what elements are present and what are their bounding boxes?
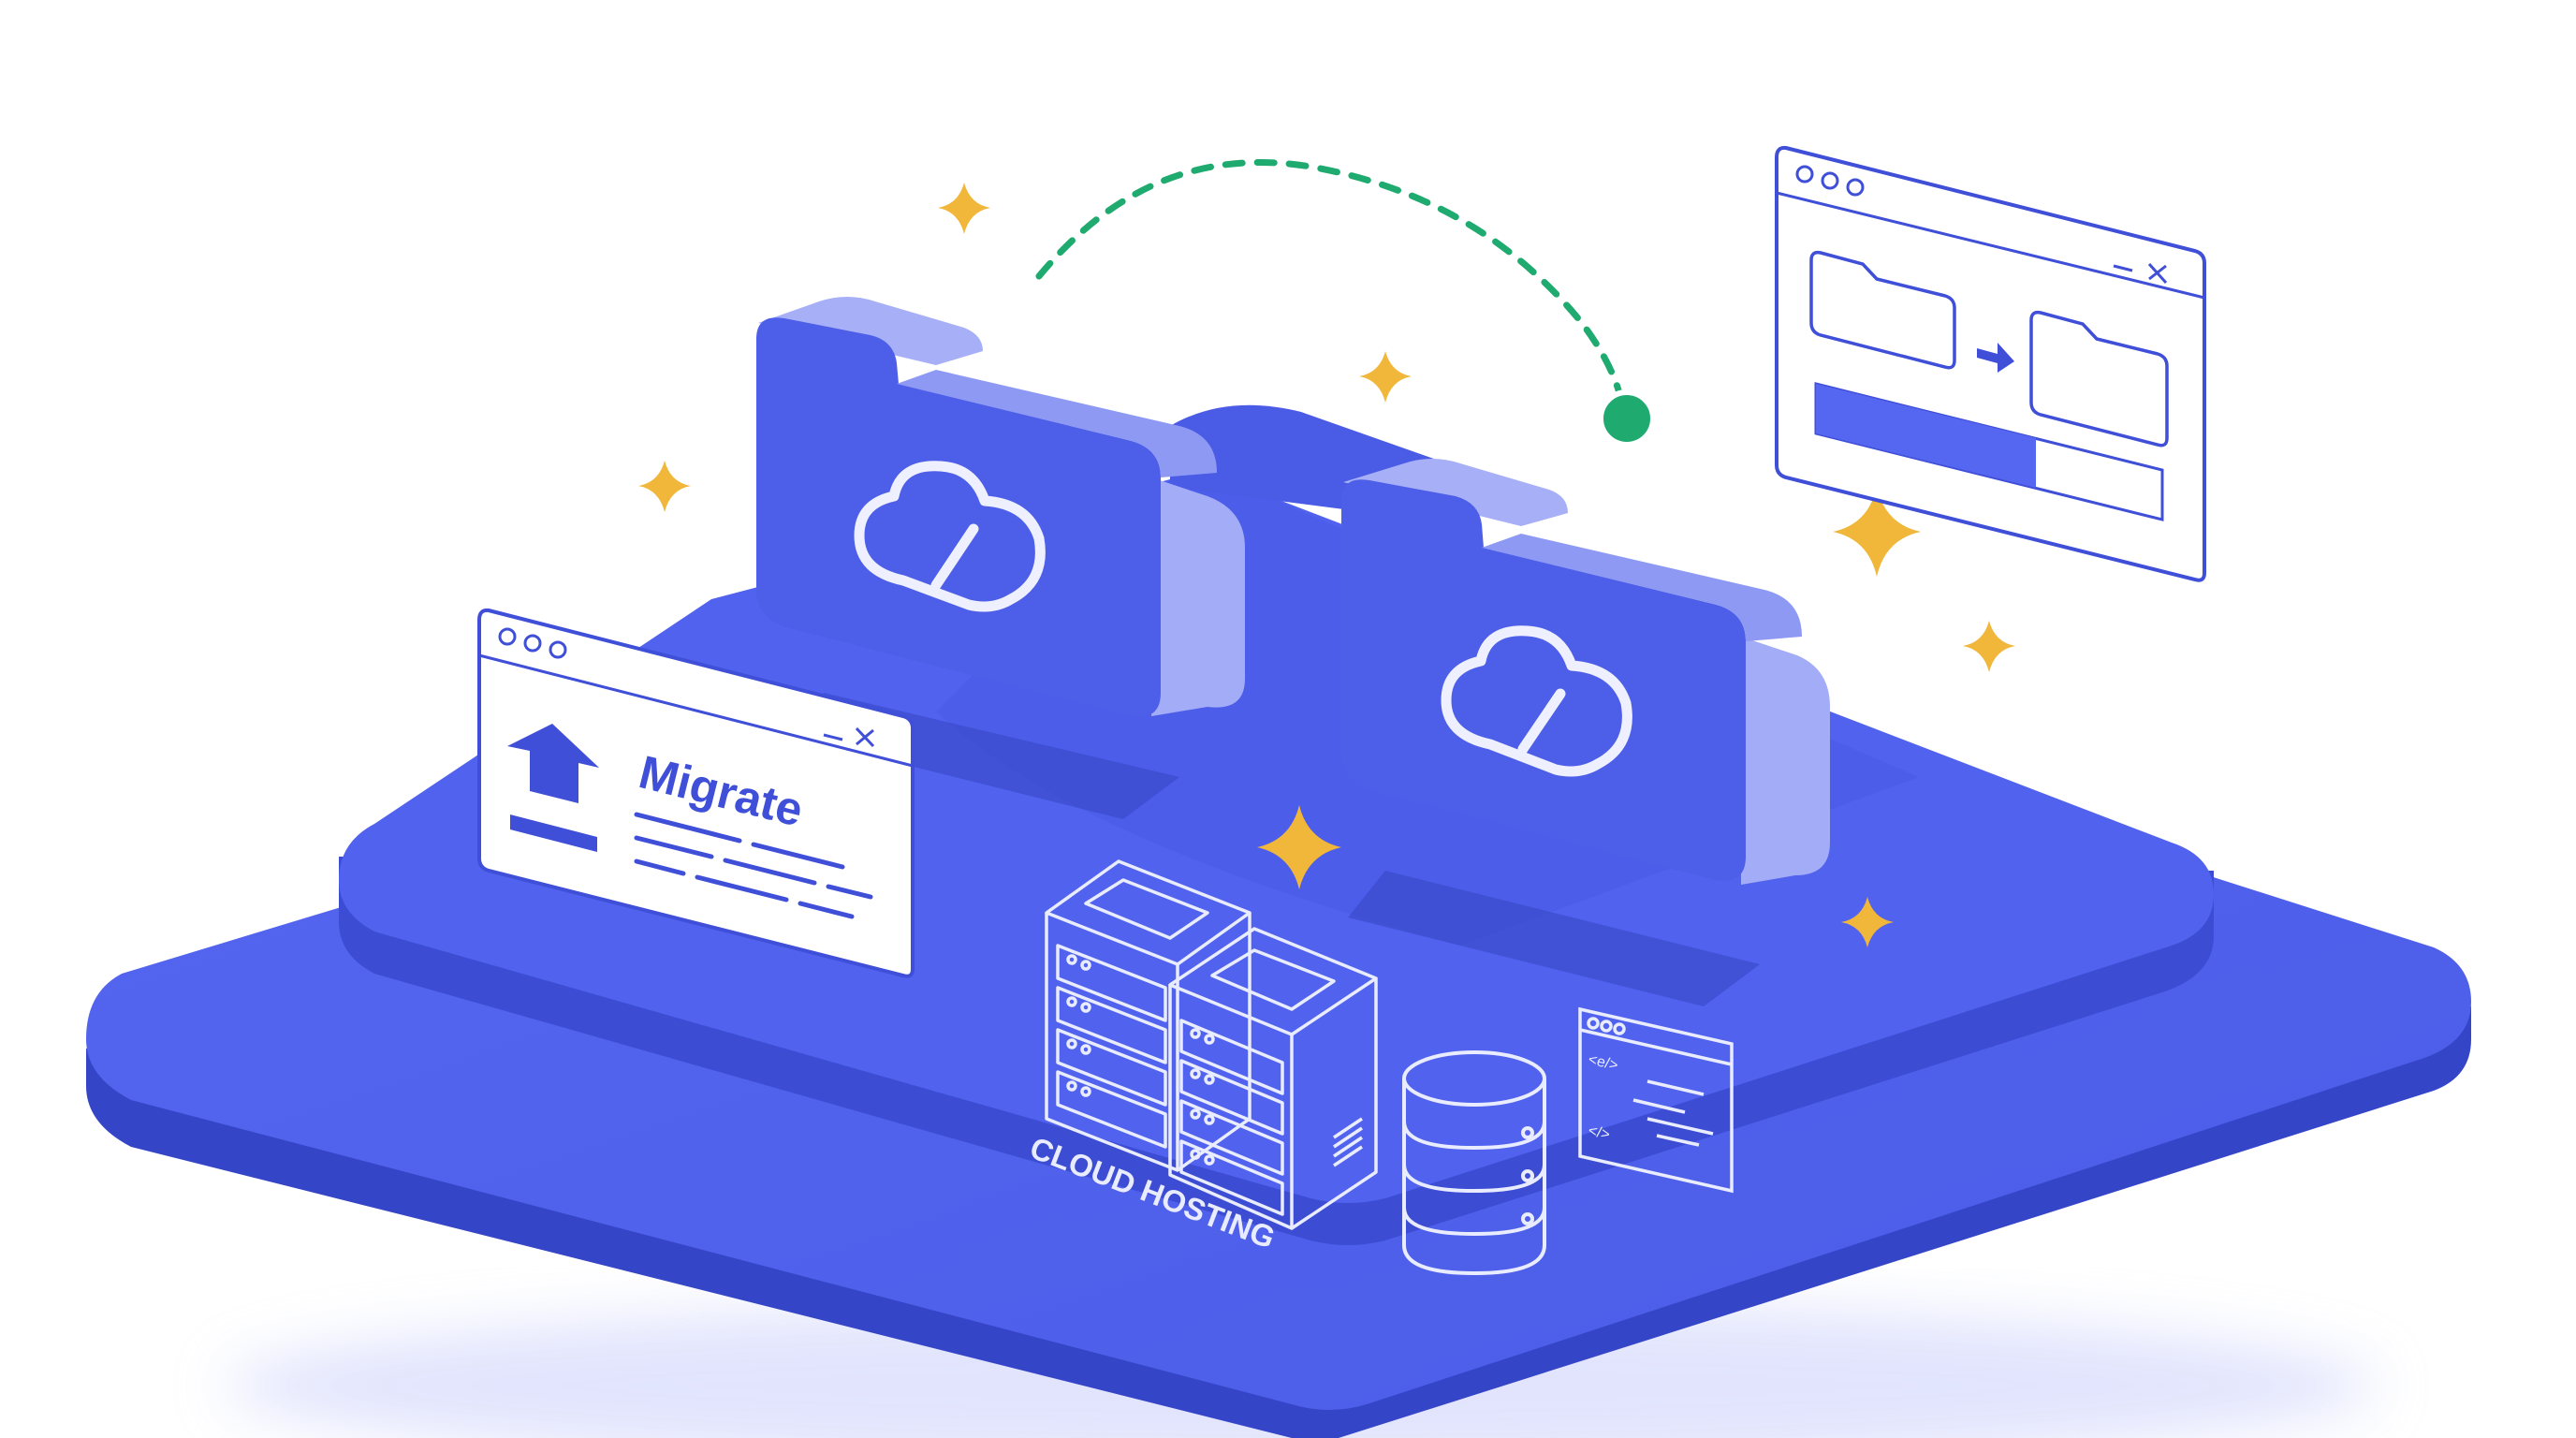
code-window — [1578, 1006, 1734, 1194]
sparkle-icon — [938, 183, 990, 234]
folder-right-front — [1341, 479, 1746, 881]
migration-destination-dot — [1598, 389, 1656, 448]
folder-right-side — [1741, 637, 1830, 885]
arrow-right-icon — [1977, 343, 2014, 373]
window-dot-icon — [1795, 165, 1814, 183]
migration-path-dashed — [1035, 158, 1623, 397]
window-dot-icon — [498, 627, 517, 646]
destination-folder-icon — [2029, 310, 2169, 448]
upload-base-bar-icon — [510, 814, 597, 852]
minimize-icon — [823, 733, 843, 741]
folder-right-shadow — [1348, 871, 1760, 1006]
migrate-window-titlebar-line — [478, 653, 914, 768]
folder-right-back-lip — [1482, 534, 1802, 641]
folder-left-back-lip — [897, 370, 1217, 477]
migrate-window: Migrate — [477, 608, 915, 978]
close-icon — [855, 726, 875, 748]
cloud-icon — [854, 461, 1046, 612]
close-icon — [2147, 262, 2168, 285]
file-transfer-window — [1775, 145, 2206, 582]
sparkle-icon — [1257, 805, 1341, 889]
code-tag-open: <e/> — [1587, 1051, 1619, 1074]
database-icon — [1402, 1050, 1546, 1276]
sparkle-icon — [1841, 897, 1894, 947]
minimize-icon — [2113, 264, 2133, 272]
code-tag-close: </> — [1587, 1123, 1611, 1143]
transfer-progress-fill — [1816, 384, 2036, 488]
upload-arrow-icon — [507, 724, 599, 803]
source-folder-icon — [1809, 250, 1956, 370]
sparkles — [638, 183, 2015, 947]
window-dot-icon — [523, 634, 542, 653]
base-platform-side — [86, 1006, 2471, 1438]
transfer-window-titlebar-line — [1776, 191, 2205, 300]
server-rack-right — [1168, 927, 1378, 1230]
cloud-icon — [1441, 625, 1632, 777]
cloud-folder-right — [1341, 459, 1830, 885]
folder-right-tab-top — [1343, 459, 1568, 526]
folder-left-side — [1151, 477, 1245, 716]
folder-left-tab-top — [758, 297, 983, 365]
sparkle-icon — [1963, 621, 2015, 672]
folder-left-front — [756, 317, 1161, 717]
sparkle-icon — [1359, 351, 1412, 403]
window-dot-icon — [549, 640, 567, 659]
server-rack-left — [1045, 859, 1251, 1172]
window-dot-icon — [1821, 171, 1839, 190]
sparkle-icon — [638, 461, 691, 512]
migrate-window-frame — [477, 608, 915, 978]
window-dot-icon — [1846, 178, 1865, 197]
cloud-folder-left — [756, 297, 1245, 717]
sparkle-icon — [1833, 487, 1921, 577]
migrate-text-lines — [634, 812, 873, 919]
